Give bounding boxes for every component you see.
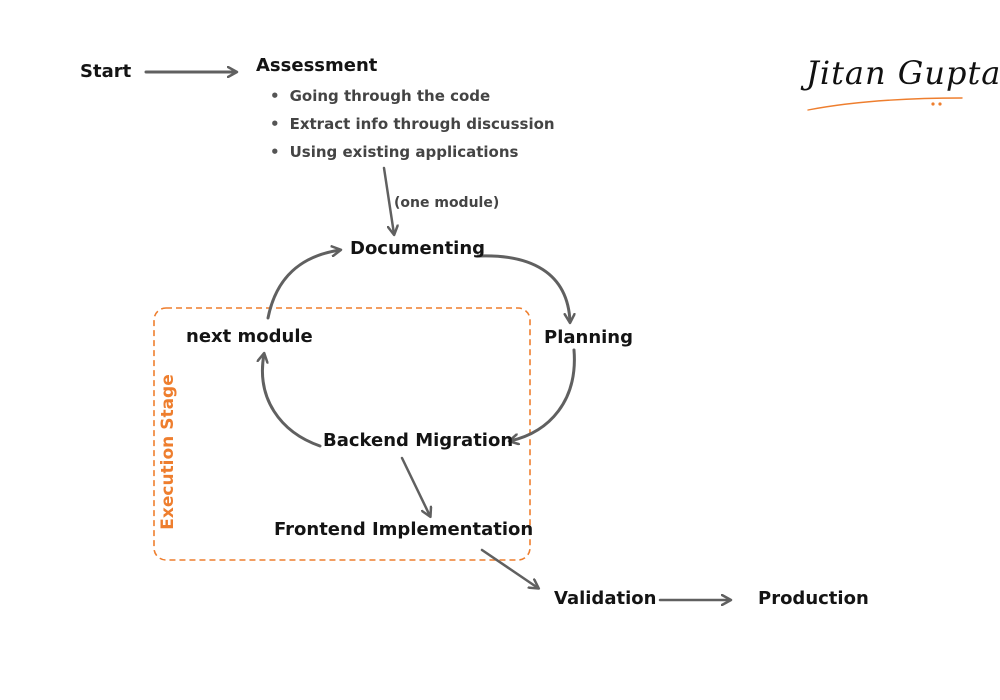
assessment-bullet-list: Going through the code Extract info thro… [270, 84, 555, 168]
signature-underline [807, 97, 963, 111]
production-node: Production [758, 588, 869, 609]
arrow-frontend-to-validation [480, 548, 538, 588]
assessment-node: Assessment [256, 55, 378, 76]
arrow-assessment-to-documenting [382, 166, 394, 234]
signature-logo: Jitan Gupta [806, 54, 1000, 92]
arrow-documenting-to-planning [476, 254, 570, 322]
bullet-item: Extract info through discussion [270, 112, 555, 140]
arrow-planning-to-backend [510, 348, 576, 441]
validation-node: Validation [554, 588, 657, 609]
arrow-backend-to-next-module [262, 354, 322, 448]
backend-migration-node: Backend Migration [323, 430, 514, 451]
bullet-item: Going through the code [270, 84, 555, 112]
one-module-annotation: (one module) [394, 195, 500, 211]
signature-dot [931, 102, 935, 106]
arrow-next-module-to-documenting [266, 250, 340, 320]
bullet-item: Using existing applications [270, 140, 555, 168]
start-node: Start [80, 61, 132, 82]
signature-dot [938, 102, 942, 106]
execution-stage-label: Execution Stage [158, 374, 178, 530]
next-module-node: next module [186, 326, 313, 347]
frontend-implementation-node: Frontend Implementation [274, 519, 534, 540]
arrow-backend-to-frontend [400, 456, 430, 516]
documenting-node: Documenting [350, 238, 486, 259]
planning-node: Planning [544, 327, 634, 348]
